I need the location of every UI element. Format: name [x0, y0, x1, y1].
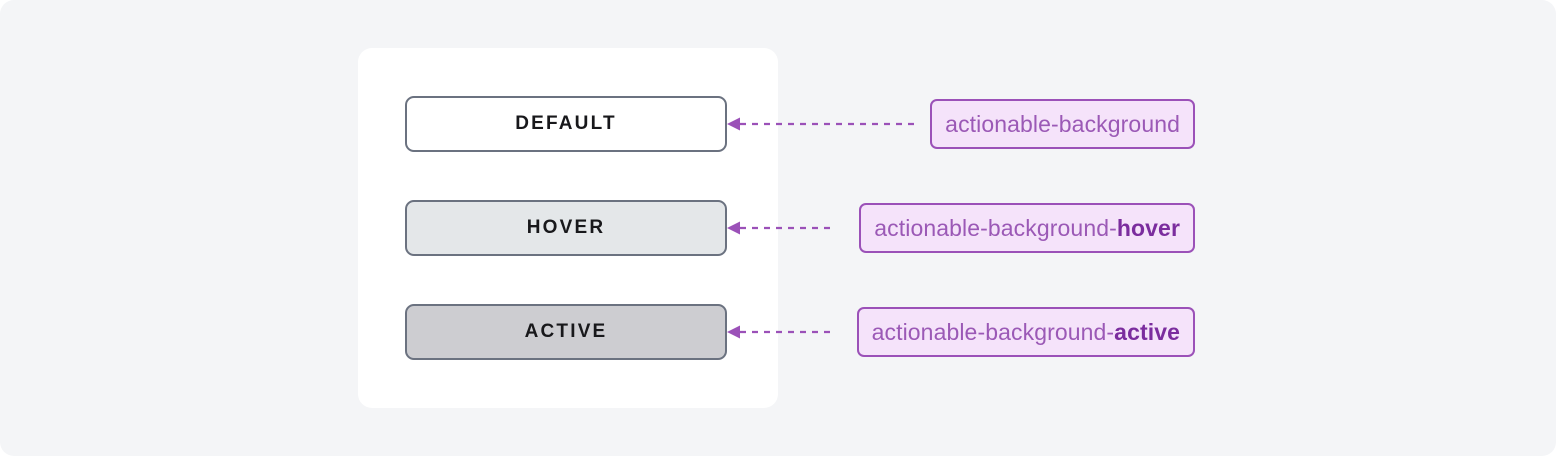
- arrow-left-dashed-icon: [727, 116, 915, 132]
- token-chip-active[interactable]: actionable-background-active: [856, 307, 1195, 357]
- token-chip-hover-prefix: actionable-background-: [874, 214, 1117, 241]
- button-state-default-label: DEFAULT: [515, 113, 617, 134]
- token-chip-hover[interactable]: actionable-background-hover: [859, 203, 1195, 253]
- token-chip-active-suffix: active: [1114, 318, 1180, 345]
- button-state-active-label: ACTIVE: [524, 321, 608, 342]
- token-row-active: ACTIVE actionable-background-active: [0, 304, 1556, 360]
- button-state-hover-label: HOVER: [526, 217, 606, 238]
- button-state-default[interactable]: DEFAULT: [405, 96, 727, 152]
- token-chip-default[interactable]: actionable-background: [930, 99, 1195, 149]
- arrow-left-dashed-icon: [727, 324, 835, 340]
- button-state-hover[interactable]: HOVER: [405, 200, 727, 256]
- token-chip-default-prefix: actionable-background: [945, 110, 1180, 137]
- token-row-default: DEFAULT actionable-background: [0, 96, 1556, 152]
- token-row-hover: HOVER actionable-background-hover: [0, 200, 1556, 256]
- arrow-left-dashed-icon: [727, 220, 835, 236]
- token-chip-active-prefix: actionable-background-: [871, 318, 1115, 345]
- button-state-active[interactable]: ACTIVE: [405, 304, 727, 360]
- token-chip-hover-suffix: hover: [1116, 214, 1180, 241]
